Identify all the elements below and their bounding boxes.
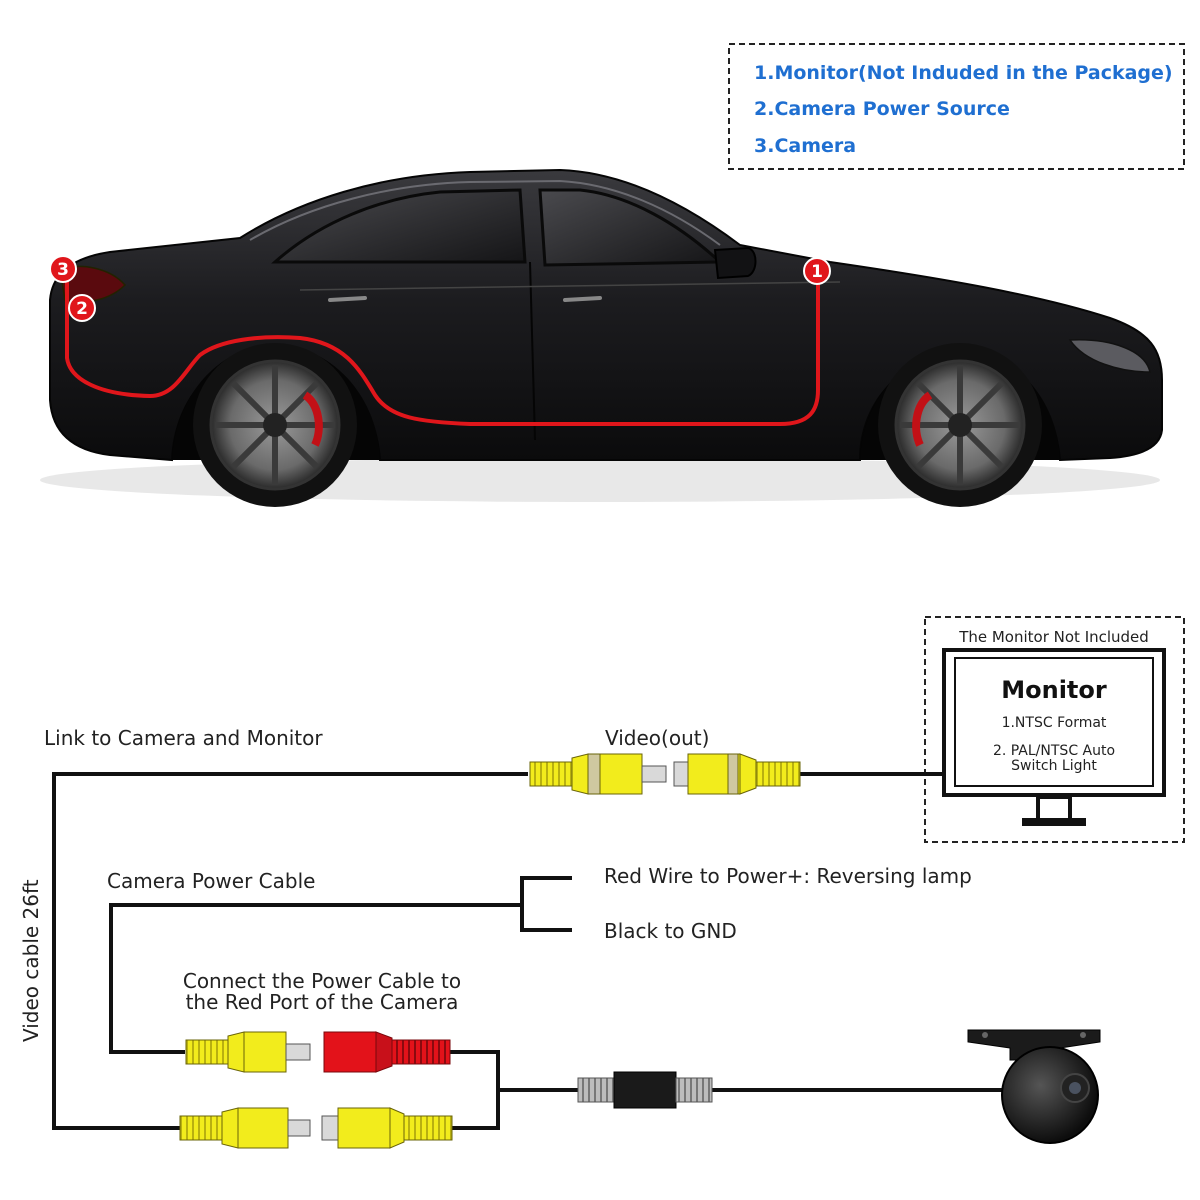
headlight [1068,339,1151,373]
monitor-icon [942,648,1166,826]
monitor-feature-2-line2: Switch Light [1011,758,1097,774]
legend-item-camera: 3.Camera [754,135,856,157]
legend-item-monitor: 1.Monitor(Not Induded in the Package) [754,62,1173,84]
svg-text:3: 3 [57,260,69,280]
power-plug-yellow [185,1031,311,1073]
black-gnd-label: Black to GND [604,919,737,943]
svg-text:2: 2 [76,299,88,319]
svg-text:1: 1 [811,262,823,282]
connect-note-line1: Connect the Power Cable to [183,969,461,993]
red-wire-label: Red Wire to Power+: Reversing lamp [604,864,972,888]
video-plug-yellow-male [179,1107,311,1149]
video-out-label: Video(out) [605,726,709,750]
link-label: Link to Camera and Monitor [44,726,323,750]
car-illustration: 1 3 2 [40,168,1163,507]
monitor-feature-1: 1.NTSC Format [1002,715,1107,731]
marker-monitor: 1 [803,257,831,285]
monitor-feature-2-line1: 2. PAL/NTSC Auto [993,743,1115,759]
cable-junction [577,1071,713,1109]
power-plug-red [323,1031,451,1073]
video-out-plug-female [673,753,801,795]
video-cable-label: Video cable 26ft [19,879,43,1042]
rear-wheel [193,343,357,507]
wires [52,772,1010,1130]
power-cable-label: Camera Power Cable [107,869,315,893]
rear-window [271,188,527,264]
connect-note-line2: the Red Port of the Camera [186,990,459,1014]
video-out-plug-male [529,753,667,795]
monitor-title: Monitor [1001,676,1107,704]
front-wheel [878,343,1042,507]
monitor-dashed-box [924,616,1185,843]
video-plug-yellow-female [321,1107,453,1149]
marker-power-source: 2 [68,294,96,322]
backup-camera [967,1029,1101,1144]
marker-camera: 3 [49,255,77,283]
side-mirror [713,246,757,280]
monitor-not-included-note: The Monitor Not Included [958,628,1149,646]
legend-item-power-source: 2.Camera Power Source [754,98,1010,120]
red-wire-route [65,272,820,426]
